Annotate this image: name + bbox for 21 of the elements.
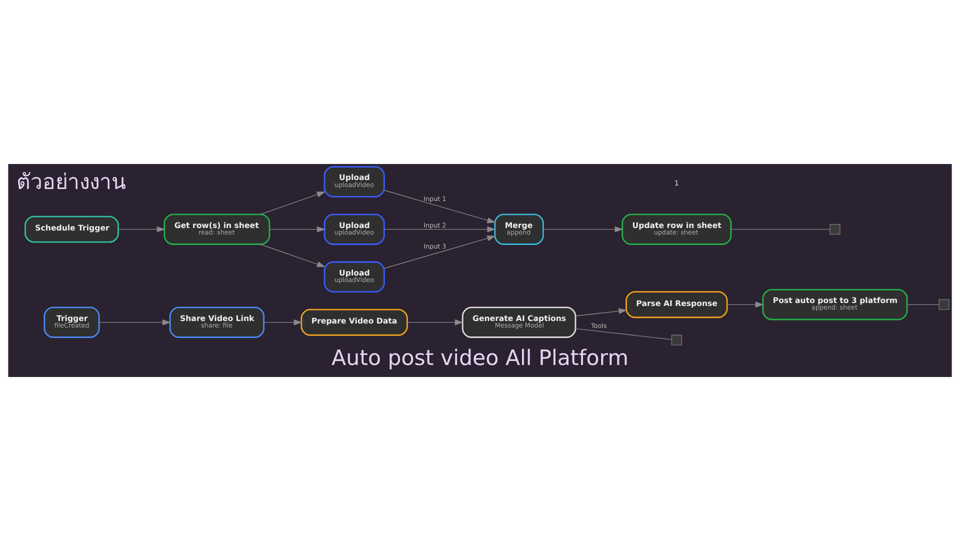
- diagram-title: ตัวอย่างงาน: [16, 170, 127, 195]
- arrow: [407, 318, 464, 325]
- arrow: [118, 226, 166, 232]
- arrow: [384, 226, 496, 232]
- label: 1: [674, 178, 679, 188]
- arrow: [575, 308, 628, 316]
- arrow: [264, 318, 302, 325]
- connector: [575, 328, 672, 340]
- arrow: [726, 301, 764, 308]
- arrow: [260, 243, 326, 267]
- node-box: [938, 298, 950, 310]
- arrow: [98, 318, 171, 325]
- arrow: [269, 226, 326, 232]
- arrow: [543, 226, 624, 232]
- arrow: [384, 189, 496, 223]
- arrow: [384, 234, 496, 268]
- node-box: [830, 224, 840, 234]
- caption: Auto post video All Platform: [332, 345, 628, 370]
- node-box: [671, 334, 682, 345]
- connector: [730, 228, 830, 230]
- arrow: [260, 191, 326, 214]
